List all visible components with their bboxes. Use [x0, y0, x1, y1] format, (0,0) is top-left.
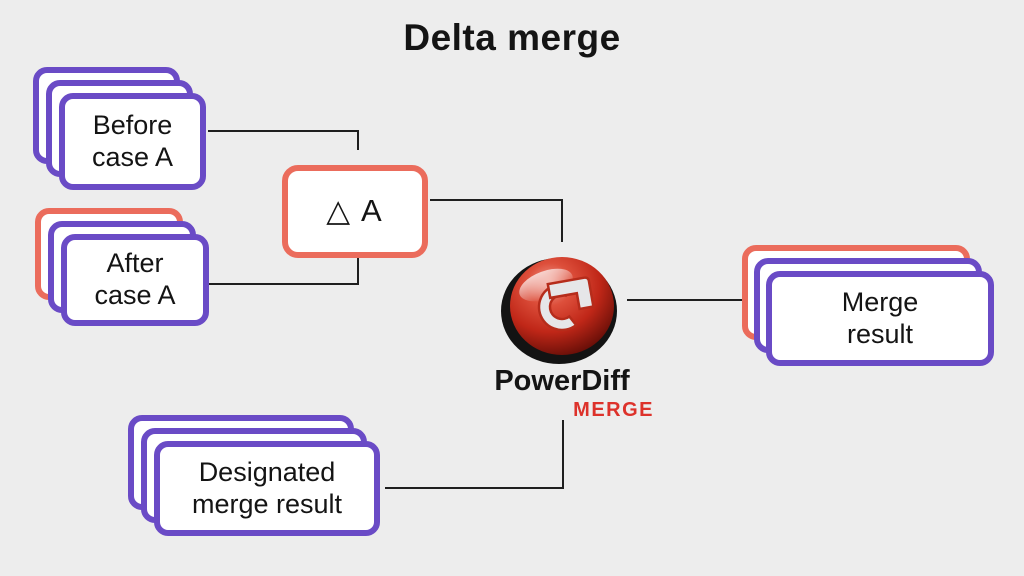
stacked-card-front: Before case A	[59, 93, 206, 190]
diagram-title: Delta merge	[403, 17, 621, 58]
stacked-card-front: After case A	[61, 234, 209, 326]
powerdiff-ball-icon	[501, 257, 617, 364]
powerdiff-merge-logo: PowerDiff MERGE	[452, 252, 672, 422]
before-case-a-label: Before case A	[91, 109, 174, 172]
connector-delta-to-logo	[430, 199, 563, 242]
connector-after-to-delta	[208, 258, 359, 285]
stacked-card-front: Designated merge result	[154, 441, 380, 536]
connector-before-to-delta	[208, 130, 359, 150]
merge-result-label: Merge result	[841, 286, 919, 349]
designated-merge-result-label: Designated merge result	[191, 456, 343, 519]
powerdiff-merge-text: MERGE	[573, 399, 654, 421]
delta-a-card: △ A	[282, 165, 428, 258]
stacked-card-front: Merge result	[766, 271, 994, 366]
after-case-a-label: After case A	[94, 248, 176, 310]
delta-a-label: △ A	[326, 193, 384, 229]
connector-designated-to-logo	[385, 420, 564, 489]
powerdiff-brand-text: PowerDiff	[494, 365, 630, 397]
